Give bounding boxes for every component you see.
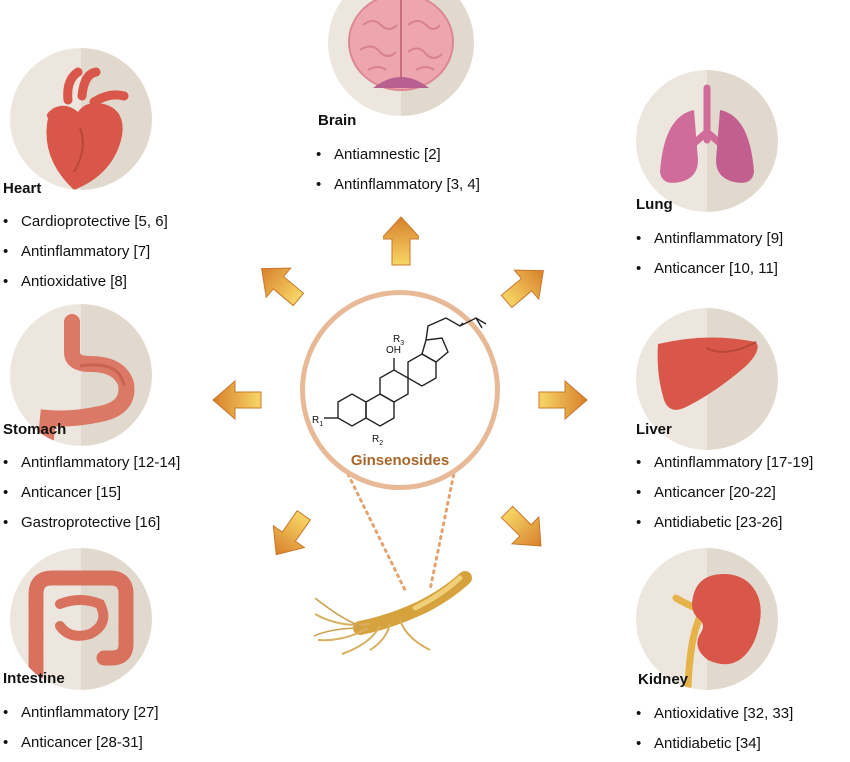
arrow-down-left: [272, 510, 312, 556]
heart-icon: [46, 67, 129, 190]
list-item: •Anticancer [15]: [3, 484, 122, 501]
kidney-circle: [636, 548, 778, 690]
list-item: •Antinflammatory [27]: [3, 704, 159, 721]
lung-circle: [636, 70, 778, 212]
kidney-icon: [672, 574, 761, 690]
list-item: •Anticancer [20-22]: [636, 484, 776, 501]
list-item: •Gastroprotective [16]: [3, 514, 161, 531]
heart-effects: •Cardioprotective [5, 6] •Antinflammator…: [3, 207, 168, 297]
list-item: •Antinflammatory [9]: [636, 230, 784, 247]
stomach-circle: [10, 304, 152, 446]
arrow-down-right: [500, 505, 542, 547]
kidney-effects: •Antioxidative [32, 33] •Antidiabetic [3…: [636, 699, 793, 759]
ginsenoside-structure: OH R3 R1 R2: [312, 317, 487, 447]
heart-title: Heart: [3, 180, 42, 197]
list-item: •Antinflammatory [3, 4]: [316, 176, 480, 193]
list-item: •Antiamnestic [2]: [316, 146, 441, 163]
intestine-effects: •Antinflammatory [27] •Anticancer [28-31…: [3, 698, 159, 758]
arrow-up-right: [500, 269, 544, 309]
lung-icon: [660, 84, 754, 183]
lung-title: Lung: [636, 196, 673, 213]
arrow-left: [212, 380, 262, 420]
intestine-icon: [28, 570, 134, 682]
intestine-circle: [10, 548, 152, 690]
ginseng-root-icon: [313, 571, 472, 655]
list-item: •Antinflammatory [7]: [3, 243, 151, 260]
heart-circle: [10, 48, 152, 190]
list-item: •Antinflammatory [12-14]: [3, 454, 181, 471]
stomach-title: Stomach: [3, 421, 67, 438]
stomach-effects: •Antinflammatory [12-14] •Anticancer [15…: [3, 448, 180, 538]
liver-circle: [636, 308, 778, 450]
brain-circle: [328, 0, 474, 116]
arrow-right: [538, 380, 588, 420]
liver-icon: [657, 337, 758, 410]
liver-effects: •Antinflammatory [17-19] •Anticancer [20…: [636, 448, 813, 538]
brain-title: Brain: [318, 112, 357, 129]
list-item: •Antinflammatory [17-19]: [636, 454, 814, 471]
list-item: •Anticancer [28-31]: [3, 734, 143, 751]
svg-text:OH: OH: [386, 345, 401, 356]
liver-title: Liver: [636, 421, 672, 438]
list-item: •Antidiabetic [34]: [636, 735, 761, 752]
list-item: •Antioxidative [32, 33]: [636, 705, 794, 722]
kidney-title: Kidney: [638, 671, 689, 688]
brain-icon: [348, 0, 454, 91]
list-item: •Anticancer [10, 11]: [636, 260, 778, 277]
arrow-up-left: [261, 267, 305, 307]
list-item: •Cardioprotective [5, 6]: [3, 213, 168, 230]
list-item: •Antidiabetic [23-26]: [636, 514, 783, 531]
svg-text:R3: R3: [393, 334, 404, 347]
stomach-icon: [38, 314, 135, 446]
intestine-title: Intestine: [3, 670, 65, 687]
ginsenosides-label: Ginsenosides: [350, 452, 450, 469]
brain-effects: •Antiamnestic [2] •Antinflammatory [3, 4…: [316, 140, 480, 200]
arrow-up: [383, 216, 419, 266]
svg-text:R2: R2: [372, 434, 383, 447]
list-item: •Antioxidative [8]: [3, 273, 127, 290]
lung-effects: •Antinflammatory [9] •Anticancer [10, 11…: [636, 224, 783, 284]
svg-text:R1: R1: [312, 415, 323, 428]
